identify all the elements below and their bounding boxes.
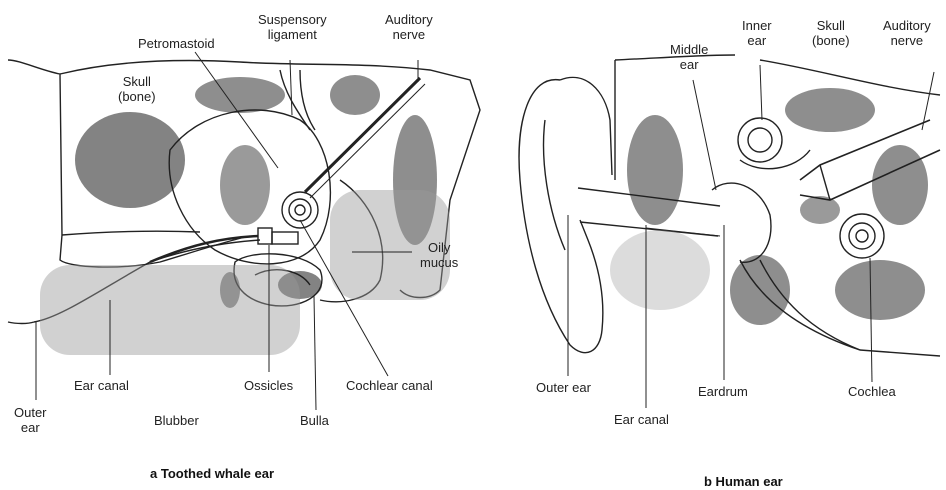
caption-toothed-whale-ear: a Toothed whale ear — [150, 466, 274, 481]
human-cochlea — [840, 214, 884, 258]
label-human-skull: Skull (bone) — [812, 18, 850, 48]
label-middle-ear: Middle ear — [670, 42, 708, 72]
label-bulla: Bulla — [300, 413, 329, 428]
human-leader-lines — [568, 65, 934, 408]
label-blubber: Blubber — [154, 413, 199, 428]
human-skin-texture — [610, 230, 710, 310]
human-pinna — [519, 80, 603, 353]
label-suspensory-ligament: Suspensory ligament — [258, 12, 327, 42]
label-cochlea: Cochlea — [848, 384, 896, 399]
label-whale-ear-canal: Ear canal — [74, 378, 129, 393]
label-ossicles: Ossicles — [244, 378, 293, 393]
label-human-ear-canal: Ear canal — [614, 412, 669, 427]
label-eardrum: Eardrum — [698, 384, 748, 399]
label-oily-mucus: Oily mucus — [420, 240, 458, 270]
label-inner-ear: Inner ear — [742, 18, 772, 48]
label-cochlear-canal: Cochlear canal — [346, 378, 433, 393]
label-whale-skull: Skull (bone) — [118, 74, 156, 104]
label-human-auditory-nerve: Auditory nerve — [883, 18, 931, 48]
label-whale-auditory-nerve: Auditory nerve — [385, 12, 433, 42]
label-petromastoid: Petromastoid — [138, 36, 215, 51]
label-human-outer-ear: Outer ear — [536, 380, 591, 395]
caption-human-ear: b Human ear — [704, 474, 783, 489]
label-whale-outer-ear: Outer ear — [14, 405, 47, 435]
